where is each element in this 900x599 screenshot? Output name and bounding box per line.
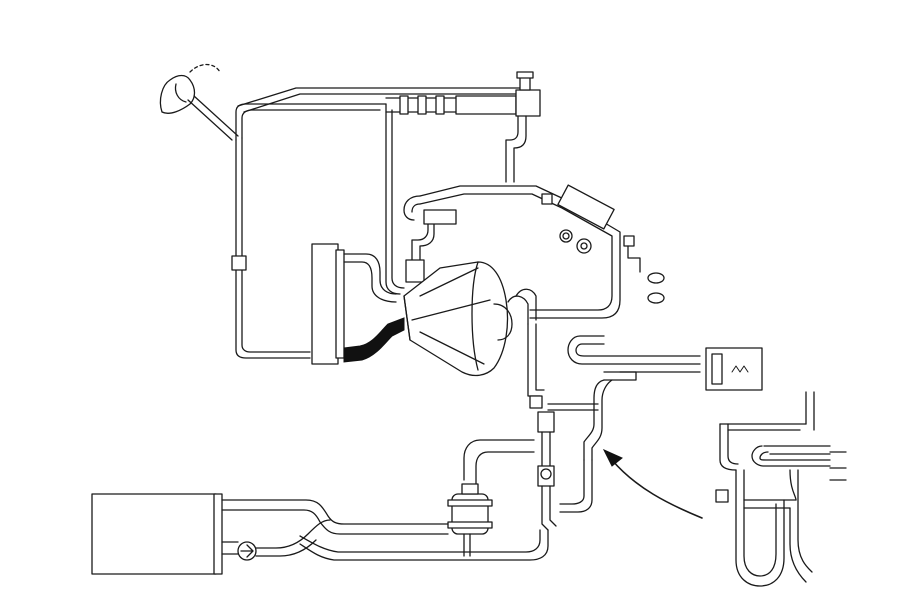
vertical-lines [385, 103, 527, 295]
top-lines [231, 71, 541, 359]
hose-black [343, 317, 405, 363]
air-cleaner-icon [403, 261, 513, 377]
fuel-pump-icon [237, 541, 257, 561]
center-pump-line [463, 395, 593, 531]
fuel-filler-neck-icon [159, 63, 239, 141]
relay-connector-icon [705, 347, 763, 391]
fuel-filter-icon [447, 483, 493, 557]
fuel-tank-icon [91, 493, 223, 575]
charcoal-canister-icon [541, 184, 665, 304]
tank-lines [221, 499, 549, 561]
manifold-lines [403, 185, 621, 319]
detail-view [715, 391, 847, 587]
right-lines [507, 288, 701, 461]
radiator-block [311, 243, 397, 365]
detail-arrow-icon [602, 448, 703, 519]
